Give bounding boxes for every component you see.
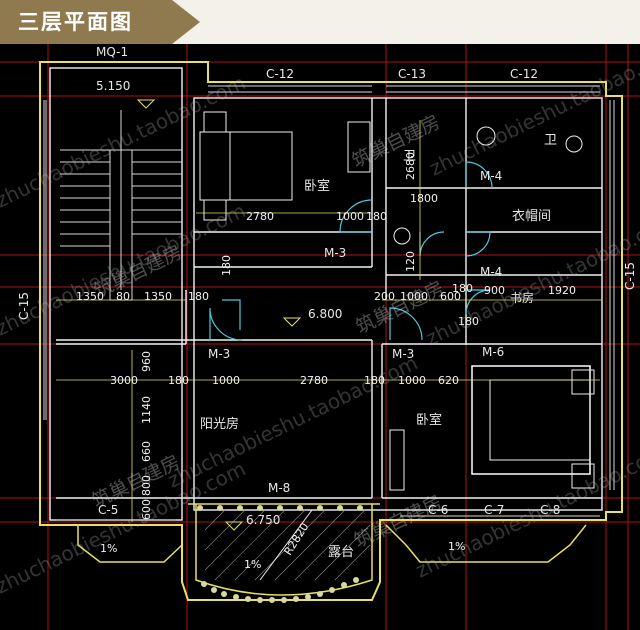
dim-660: 660 bbox=[140, 441, 153, 462]
terrace bbox=[77, 503, 587, 596]
title-tag bbox=[0, 0, 200, 44]
dim-180w: 180 bbox=[458, 315, 479, 328]
dim-800: 800 bbox=[140, 475, 153, 496]
dim-1000c: 1000 bbox=[212, 374, 240, 387]
room-label-sunroom: 阳光房 bbox=[200, 416, 239, 432]
dim-2680: 2680 bbox=[404, 152, 417, 180]
furniture bbox=[199, 111, 595, 491]
dim-180c: 180 bbox=[452, 282, 473, 295]
dim-900: 900 bbox=[484, 284, 505, 297]
outer-walls bbox=[39, 61, 623, 601]
level-markers bbox=[136, 99, 302, 531]
radius-line bbox=[259, 509, 313, 581]
page-title: 三层平面图 bbox=[18, 10, 133, 34]
label-m3b: M-3 bbox=[208, 347, 230, 361]
dim-180a: 180 bbox=[366, 210, 387, 223]
room-label-study: 书房 bbox=[510, 290, 534, 305]
dim-180e: 180 bbox=[364, 374, 385, 387]
dim-600: 600 bbox=[440, 290, 461, 303]
dim-1920: 1920 bbox=[548, 284, 576, 297]
level-3: 6.750 bbox=[246, 513, 280, 527]
radius-r2820: R2820 bbox=[282, 520, 312, 557]
level-2: 6.800 bbox=[308, 307, 342, 321]
watermark-url-2: zhuchaobieshu.taobao.com bbox=[426, 44, 640, 180]
label-m4a: M-4 bbox=[480, 169, 502, 183]
dim-1350a: 1350 bbox=[76, 290, 104, 303]
dim-1000b: 1000 bbox=[400, 290, 428, 303]
slope-3: 1% bbox=[448, 540, 465, 553]
label-c15b: C-15 bbox=[623, 262, 637, 290]
room-label-closet: 衣帽间 bbox=[512, 208, 551, 224]
dim-1350b: 1350 bbox=[144, 290, 172, 303]
dim-960: 960 bbox=[140, 351, 153, 372]
label-c13: C-13 bbox=[398, 67, 426, 81]
dim-1140: 1140 bbox=[140, 396, 153, 424]
slope-2: 1% bbox=[244, 558, 261, 571]
label-m4b: M-4 bbox=[480, 265, 502, 279]
dim-1800: 1800 bbox=[410, 192, 438, 205]
doors bbox=[209, 161, 493, 341]
dim-620: 620 bbox=[438, 374, 459, 387]
dim-2780b: 2780 bbox=[300, 374, 328, 387]
label-c12a: C-12 bbox=[266, 67, 294, 81]
dim-180v: 180 bbox=[220, 255, 233, 276]
slope-1: 1% bbox=[100, 542, 117, 555]
dim-1000d: 1000 bbox=[398, 374, 426, 387]
terrace-hatch bbox=[204, 509, 371, 581]
label-mq1: MQ-1 bbox=[96, 45, 128, 59]
title-bar: 三层平面图 bbox=[0, 0, 640, 44]
windows bbox=[43, 85, 615, 521]
label-c5: C-5 bbox=[98, 503, 118, 517]
dim-180b: 180 bbox=[188, 290, 209, 303]
terrace-balusters bbox=[197, 505, 363, 603]
room-label-bedroom-mid: 卧室 bbox=[416, 412, 442, 428]
room-label-bath-a: 卫 bbox=[403, 149, 416, 164]
label-c8: C-8 bbox=[540, 503, 560, 517]
dim-180d: 180 bbox=[168, 374, 189, 387]
dim-3000: 3000 bbox=[110, 374, 138, 387]
dimension-lines bbox=[56, 120, 602, 522]
label-m3c: M-3 bbox=[392, 347, 414, 361]
room-label-bath-b: 卫 bbox=[544, 133, 557, 148]
watermark-url-4: zhuchaobieshu.taobao.com bbox=[422, 208, 640, 350]
label-m3a: M-3 bbox=[324, 246, 346, 260]
dim-600b: 600 bbox=[140, 499, 153, 520]
label-m8: M-8 bbox=[268, 481, 290, 495]
label-c12b: C-12 bbox=[510, 67, 538, 81]
label-m6: M-6 bbox=[482, 345, 504, 359]
dim-200: 200 bbox=[374, 290, 395, 303]
room-label-bedroom-top: 卧室 bbox=[304, 178, 330, 194]
dim-80: 80 bbox=[116, 290, 130, 303]
label-c15a: C-15 bbox=[17, 292, 31, 320]
dim-120: 120 bbox=[404, 251, 417, 272]
floor-plan: 卧室 卫 卫 衣帽间 书房 阳光房 卧室 露台 MQ-1 C-12 C-13 C… bbox=[0, 44, 640, 630]
dim-1000a: 1000 bbox=[336, 210, 364, 223]
label-c7: C-7 bbox=[484, 503, 504, 517]
dim-2780a: 2780 bbox=[246, 210, 274, 223]
label-c6: C-6 bbox=[428, 503, 448, 517]
staircase bbox=[60, 110, 182, 301]
level-1: 5.150 bbox=[96, 79, 130, 93]
room-label-terrace: 露台 bbox=[328, 545, 354, 560]
